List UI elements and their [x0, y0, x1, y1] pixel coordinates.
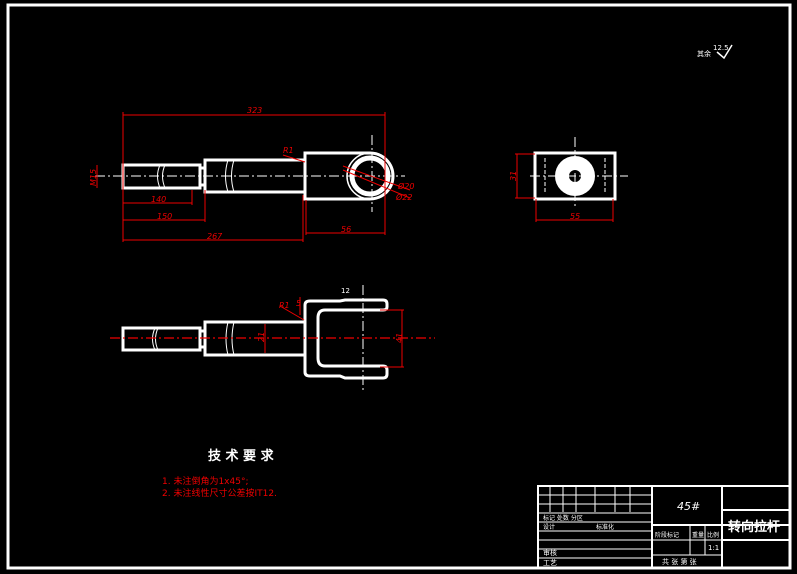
dim-21: 21 [257, 332, 266, 342]
dim-55: 55 [570, 212, 580, 221]
tech-req-item: 2. 未注线性尺寸公差按IT12. [162, 487, 277, 499]
dim-overall: 323 [247, 106, 262, 115]
front-view: 323 M15 140 150 267 56 R1 Ø20 Ø22 [89, 106, 414, 242]
label-standard: 标准化 [596, 523, 614, 531]
top-view: 21 41 R1 5 12 [110, 285, 435, 390]
roughness-label: 其余 [697, 49, 711, 58]
dim-r1: R1 [283, 146, 294, 155]
tech-req-item: 1. 未注倒角为1x45°; [162, 475, 249, 487]
dim-r2-top: 5 [296, 299, 301, 308]
side-view: 31 55 [509, 137, 628, 222]
label-stage: 阶段标记 [655, 531, 679, 539]
dim-12: 12 [341, 287, 350, 295]
sheet-count: 共 张 第 张 [662, 557, 697, 566]
dim-150: 150 [157, 212, 172, 221]
tech-req-title: 技 术 要 求 [208, 448, 275, 464]
label-review: 审核 [543, 548, 557, 557]
label-process: 工艺 [543, 559, 557, 567]
part-name: 转向拉杆 [728, 519, 780, 535]
scale-value: 1:1 [708, 544, 719, 552]
roughness-symbol: 其余 12.5 [697, 44, 733, 60]
drawing-frame [6, 3, 792, 570]
title-block: 标记 处数 分区 设计 标准化 审核 工艺 45# 阶段标记 重量 比例 1:1… [537, 485, 791, 569]
dim-267: 267 [207, 232, 223, 241]
dim-140: 140 [151, 195, 166, 204]
label-weight: 重量 [692, 531, 704, 539]
material: 45# [677, 500, 700, 513]
label-scale: 比例 [707, 531, 719, 539]
dim-dia20: Ø20 [397, 181, 414, 191]
label-marks: 标记 处数 分区 [543, 514, 583, 522]
label-design: 设计 [543, 523, 555, 531]
dim-56: 56 [341, 225, 351, 234]
dim-thread: M15 [89, 169, 98, 186]
dim-31: 31 [509, 171, 518, 181]
dim-41: 41 [395, 333, 404, 343]
technical-requirements: 技 术 要 求 1. 未注倒角为1x45°; 2. 未注线性尺寸公差按IT12. [162, 448, 277, 499]
dim-dia22: Ø22 [395, 192, 412, 202]
dim-r1-top: R1 [279, 301, 290, 310]
roughness-value: 12.5 [713, 44, 729, 52]
